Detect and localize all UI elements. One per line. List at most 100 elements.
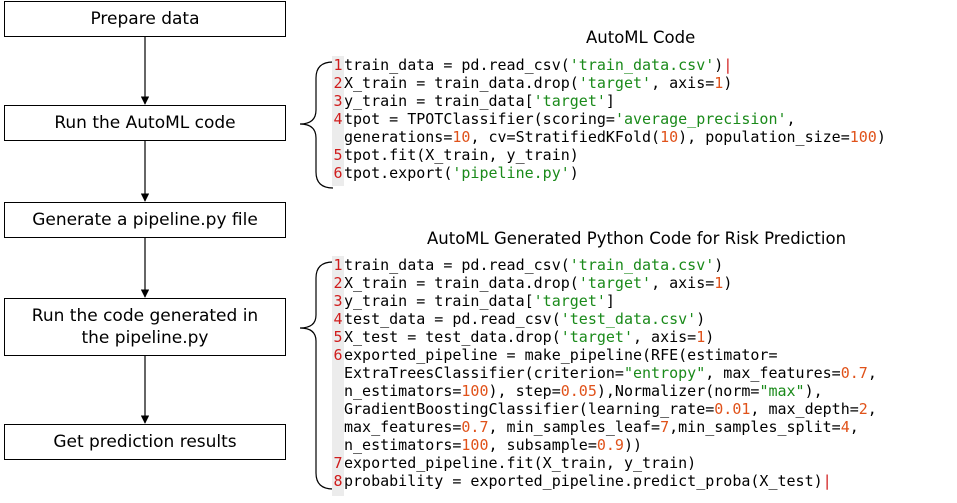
step-label-line: the pipeline.py bbox=[81, 328, 209, 348]
line-number: 8 bbox=[333, 472, 343, 490]
code-token: 'train_data.csv' bbox=[569, 56, 715, 74]
code-token: 1 bbox=[696, 328, 706, 346]
code-token: ),Normalizer(norm= bbox=[596, 382, 760, 400]
line-number: 7 bbox=[333, 454, 343, 472]
line-number: 5 bbox=[333, 328, 343, 346]
code-line: 2X_train = train_data.drop('target', axi… bbox=[332, 74, 732, 92]
code-token: X_train = train_data.drop( bbox=[344, 74, 579, 92]
line-number: 3 bbox=[333, 292, 343, 310]
code-token: 0.01 bbox=[714, 400, 751, 418]
code-token: X_train = train_data.drop( bbox=[344, 274, 579, 292]
line-number: 5 bbox=[333, 146, 343, 164]
code-line: 5X_test = test_data.drop('target', axis=… bbox=[332, 328, 714, 346]
code-token: 10 bbox=[660, 128, 679, 146]
code-token: ) bbox=[723, 74, 733, 92]
code-token: 0.05 bbox=[560, 382, 597, 400]
step-label-line: Prepare data bbox=[90, 9, 200, 29]
code-line: 3y_train = train_data['target'] bbox=[332, 292, 615, 310]
code-token: ,min_samples_split= bbox=[669, 418, 841, 436]
line-number-gutter bbox=[332, 56, 344, 186]
code-line: n_estimators=100), step=0.05),Normalizer… bbox=[332, 382, 823, 400]
line-number: 2 bbox=[333, 74, 343, 92]
code-token: tpot = TPOTClassifier(scoring= bbox=[344, 110, 615, 128]
code-token: 'pipeline.py' bbox=[452, 164, 570, 182]
code-token: , axis= bbox=[651, 274, 715, 292]
code-token: ] bbox=[605, 292, 615, 310]
code-token: X_test = test_data.drop( bbox=[344, 328, 561, 346]
line-number: 1 bbox=[333, 256, 343, 274]
code-token: test_data = pd.read_csv( bbox=[344, 310, 561, 328]
code-token: n_estimators= bbox=[344, 382, 462, 400]
line-number: 4 bbox=[333, 310, 343, 328]
code-token: n_estimators= bbox=[344, 436, 462, 454]
code-token: tpot.export( bbox=[344, 164, 453, 182]
code-token: 100 bbox=[461, 382, 489, 400]
code-token: ) bbox=[705, 328, 715, 346]
code-token: )) bbox=[623, 436, 643, 454]
code-token: y_train = train_data[ bbox=[344, 92, 534, 110]
code-line: 8probability = exported_pipeline.predict… bbox=[332, 472, 832, 490]
step-generate-pipeline-file: Generate a pipeline.py file bbox=[4, 202, 286, 238]
code-token: 2 bbox=[858, 400, 868, 418]
code-token: ), population_size= bbox=[678, 128, 850, 146]
step-get-prediction-results: Get prediction results bbox=[4, 424, 286, 460]
code-token: ) bbox=[714, 56, 724, 74]
step-label-line: Run the code generated in bbox=[31, 306, 259, 326]
code-token: 'target' bbox=[578, 74, 652, 92]
code-token: 4 bbox=[840, 418, 850, 436]
code-token: , bbox=[786, 110, 796, 128]
code-token: , cv=StratifiedKFold( bbox=[470, 128, 661, 146]
code-token: train_data = pd.read_csv( bbox=[344, 256, 570, 274]
code-line: GradientBoostingClassifier(learning_rate… bbox=[332, 400, 877, 418]
text-cursor: | bbox=[723, 56, 733, 74]
code-token: 0.9 bbox=[596, 436, 624, 454]
code-token: , bbox=[867, 400, 877, 418]
code-token: "entropy" bbox=[623, 364, 706, 382]
code-token: 100 bbox=[461, 436, 489, 454]
text-cursor: | bbox=[822, 472, 832, 490]
code-line: 3y_train = train_data['target'] bbox=[332, 92, 615, 110]
code-token: 7 bbox=[660, 418, 670, 436]
code-token: ExtraTreesClassifier(criterion= bbox=[344, 364, 624, 382]
code-line: 6exported_pipeline = make_pipeline(RFE(e… bbox=[332, 346, 777, 364]
code-token: ) bbox=[876, 128, 886, 146]
code-token: 'target' bbox=[578, 274, 652, 292]
code-token: ) bbox=[569, 164, 579, 182]
code-token: generations= bbox=[344, 128, 453, 146]
code-token: probability = exported_pipeline.predict_… bbox=[344, 472, 823, 490]
code-line: generations=10, cv=StratifiedKFold(10), … bbox=[332, 128, 886, 146]
code-token: , max_features= bbox=[705, 364, 841, 382]
code-token: 'target' bbox=[533, 292, 606, 310]
code-token: ), bbox=[804, 382, 823, 400]
code-line: 5tpot.fit(X_train, y_train) bbox=[332, 146, 579, 164]
step-label: Get prediction results bbox=[53, 431, 236, 453]
code-line: 6tpot.export('pipeline.py') bbox=[332, 164, 579, 182]
code-token: 'average_precision' bbox=[614, 110, 787, 128]
code-token: , min_samples_leaf= bbox=[488, 418, 661, 436]
code-line: ExtraTreesClassifier(criterion="entropy"… bbox=[332, 364, 877, 382]
step-label: Run the AutoML code bbox=[54, 112, 235, 134]
code-token: tpot.fit(X_train, y_train) bbox=[344, 146, 579, 164]
line-number: 6 bbox=[333, 164, 343, 182]
code-line: n_estimators=100, subsample=0.9)) bbox=[332, 436, 642, 454]
automl-code-title: AutoML Code bbox=[586, 28, 696, 47]
code-line: 4tpot = TPOTClassifier(scoring='average_… bbox=[332, 110, 796, 128]
code-token: ) bbox=[723, 274, 733, 292]
code-line: max_features=0.7, min_samples_leaf=7,min… bbox=[332, 418, 859, 436]
step-label-line: Get prediction results bbox=[53, 432, 237, 452]
line-number: 4 bbox=[333, 110, 343, 128]
code-line: 1train_data = pd.read_csv('train_data.cs… bbox=[332, 256, 723, 274]
code-token: 10 bbox=[452, 128, 471, 146]
code-token: 1 bbox=[714, 274, 724, 292]
code-token: 'train_data.csv' bbox=[569, 256, 715, 274]
code-token: ), step= bbox=[488, 382, 561, 400]
code-token: ] bbox=[605, 92, 615, 110]
brace-automl-code bbox=[299, 61, 334, 189]
code-token: , bbox=[849, 418, 859, 436]
code-line: 4test_data = pd.read_csv('test_data.csv'… bbox=[332, 310, 705, 328]
code-token: max_features= bbox=[344, 418, 462, 436]
step-label: Generate a pipeline.py file bbox=[32, 209, 258, 231]
